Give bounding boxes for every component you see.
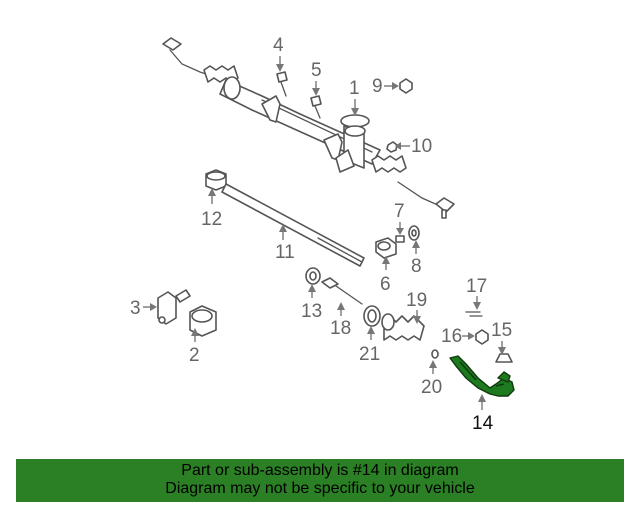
- callout-4: 4: [273, 35, 284, 72]
- svg-text:5: 5: [311, 60, 322, 81]
- svg-text:21: 21: [359, 344, 380, 365]
- callout-2: 2: [189, 328, 200, 366]
- callout-18: 18: [330, 302, 351, 339]
- svg-text:6: 6: [380, 274, 391, 295]
- svg-text:9: 9: [372, 76, 383, 97]
- bolt-4[interactable]: [276, 71, 288, 97]
- callout-7: 7: [394, 201, 405, 235]
- washer-8[interactable]: [408, 225, 420, 241]
- bushing-12[interactable]: [205, 169, 227, 191]
- callout-1: 1: [349, 78, 360, 116]
- rack-shaft-11[interactable]: [221, 183, 365, 267]
- callout-13: 13: [301, 284, 322, 322]
- cotter-pin-17[interactable]: [465, 311, 483, 317]
- bracket-3[interactable]: [157, 289, 191, 325]
- callout-3: 3: [130, 298, 157, 319]
- callout-20: 20: [421, 360, 442, 398]
- parts-diagram: 1 4 5 9 10: [130, 35, 515, 434]
- svg-text:3: 3: [130, 298, 141, 319]
- svg-text:17: 17: [466, 276, 487, 297]
- fitting-10[interactable]: [386, 141, 398, 153]
- svg-text:7: 7: [394, 201, 405, 222]
- clip-7[interactable]: [395, 235, 405, 243]
- bolt-5[interactable]: [310, 95, 322, 119]
- inner-tie-rod-18[interactable]: [321, 277, 363, 305]
- callout-5: 5: [311, 60, 322, 96]
- banner-line-2: Diagram may not be specific to your vehi…: [165, 480, 475, 497]
- boot-19[interactable]: [381, 313, 425, 341]
- callout-10: 10: [395, 136, 432, 157]
- callout-9: 9: [372, 76, 399, 97]
- svg-text:19: 19: [406, 290, 427, 311]
- bushing-2[interactable]: [189, 305, 217, 337]
- svg-text:12: 12: [201, 209, 222, 230]
- svg-text:4: 4: [273, 35, 284, 56]
- callout-19: 19: [406, 290, 427, 324]
- callout-6: 6: [380, 256, 391, 295]
- svg-text:13: 13: [301, 301, 322, 322]
- callout-8: 8: [411, 240, 422, 277]
- steering-rack-assembly[interactable]: [162, 37, 455, 219]
- dust-cover-15[interactable]: [495, 353, 513, 363]
- svg-text:20: 20: [421, 377, 442, 398]
- callout-17: 17: [466, 276, 487, 310]
- washer-13[interactable]: [305, 267, 321, 285]
- svg-text:11: 11: [275, 242, 295, 263]
- svg-text:16: 16: [441, 326, 462, 347]
- banner-line-1: Part or sub-assembly is #14 in diagram: [181, 462, 459, 479]
- svg-text:8: 8: [411, 256, 422, 277]
- svg-text:14: 14: [472, 413, 494, 434]
- svg-text:2: 2: [189, 345, 200, 366]
- svg-text:10: 10: [411, 136, 432, 157]
- nut-9[interactable]: [399, 78, 413, 94]
- callout-11: 11: [275, 224, 295, 263]
- tie-rod-end-14[interactable]: [449, 355, 515, 397]
- callout-21: 21: [359, 326, 380, 365]
- info-banner: Part or sub-assembly is #14 in diagram D…: [16, 459, 624, 502]
- callout-15: 15: [491, 320, 512, 355]
- clip-20[interactable]: [431, 349, 439, 359]
- callout-12: 12: [201, 188, 222, 230]
- bushing-6[interactable]: [375, 237, 397, 259]
- nut-16[interactable]: [475, 329, 489, 345]
- callout-14: 14: [472, 394, 494, 434]
- svg-text:1: 1: [349, 78, 360, 99]
- ring-21[interactable]: [363, 305, 381, 327]
- svg-text:18: 18: [330, 318, 351, 339]
- callout-16: 16: [441, 326, 475, 347]
- svg-text:15: 15: [491, 320, 512, 341]
